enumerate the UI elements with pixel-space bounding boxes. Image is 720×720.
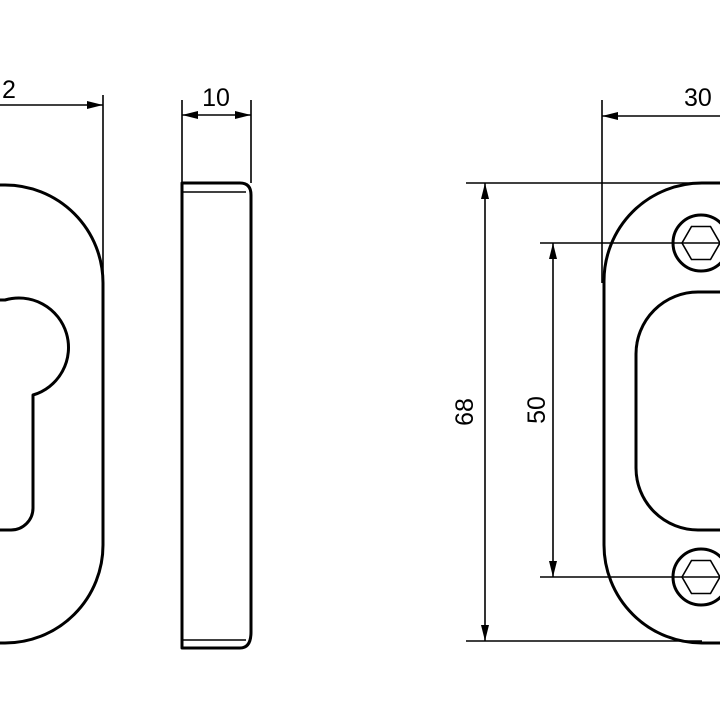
- side-view: 10: [180, 84, 253, 650]
- width-dimension-arrow-left: [602, 112, 618, 120]
- hole-spacing-label: 50: [523, 396, 551, 424]
- spacing-dimension-arrow-bottom: [549, 561, 557, 577]
- front-escutcheon-outline: [0, 183, 105, 645]
- side-dimension-arrow-left: [182, 111, 198, 119]
- height-label: 68: [451, 398, 479, 426]
- height-dimension-arrow-top: [481, 183, 489, 199]
- spacing-dimension-arrow-top: [549, 243, 557, 259]
- front-width-label: 2: [2, 76, 16, 104]
- back-width-label: 30: [684, 84, 712, 112]
- back-view: 68 50 30: [451, 84, 720, 645]
- cylinder-keyhole-cutout: [0, 296, 71, 532]
- back-oval-opening: [634, 290, 720, 532]
- side-dimension-arrow-right: [235, 111, 251, 119]
- side-thickness-label: 10: [202, 84, 230, 112]
- side-profile-outline: [180, 181, 253, 650]
- front-dimension-arrow: [87, 101, 103, 109]
- back-plate-outline: [602, 181, 720, 645]
- front-view: 2: [0, 76, 105, 645]
- height-dimension-arrow-bottom: [481, 625, 489, 641]
